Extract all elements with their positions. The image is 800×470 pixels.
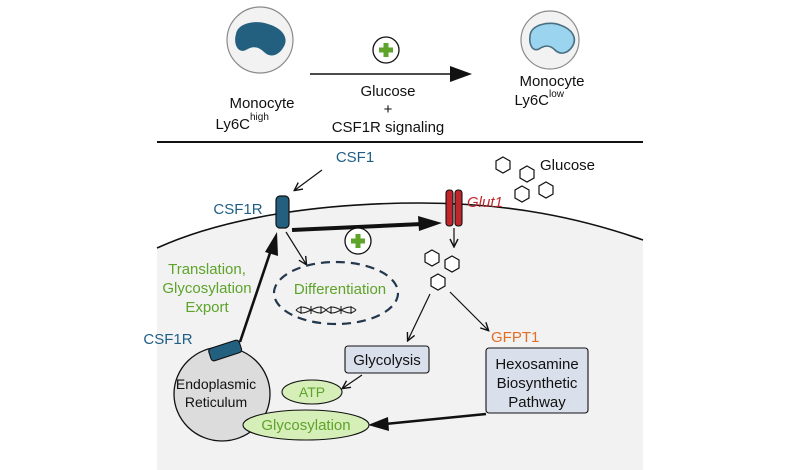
plus-icon-bottom	[344, 227, 372, 255]
hexosamine-label-1: Hexosamine	[495, 356, 578, 373]
er-label-1: Endoplasmic	[176, 376, 256, 392]
monocyte-low-icon	[520, 10, 580, 70]
csf1r-to-glut1-shaft	[291, 222, 423, 232]
right-cell-subset: Ly6C	[515, 92, 550, 109]
csf1r-membrane-label: CSF1R	[213, 201, 262, 218]
arrow-label-glucose: Glucose	[360, 83, 415, 100]
cell-membrane	[156, 202, 644, 249]
differentiation-region	[272, 260, 400, 326]
atp-label: ATP	[299, 384, 325, 400]
left-cell-subset-sup: high	[250, 112, 269, 123]
gfpt1-label: GFPT1	[491, 329, 539, 346]
glucose-to-gfpt1-arrow	[449, 291, 488, 330]
csf1-arrow	[295, 169, 323, 190]
plus-icon-top	[372, 36, 400, 64]
glucose-label: Glucose	[540, 157, 595, 174]
glut1-transporter-icon	[445, 189, 463, 227]
glycolysis-label: Glycolysis	[353, 352, 421, 369]
glucose-molecules-outside-icon	[495, 156, 554, 203]
translation-label-1: Translation,	[168, 261, 246, 278]
glut1-label: Glut1	[467, 194, 503, 211]
translation-label-3: Export	[185, 299, 229, 316]
hexosamine-box	[485, 347, 589, 414]
csf1-label: CSF1	[336, 149, 374, 166]
top-arrow-head	[450, 66, 472, 82]
er-csf1r-icon	[208, 339, 243, 362]
csf1r-receptor-icon	[275, 195, 290, 229]
hexosamine-to-glycosylation-head	[368, 417, 389, 431]
hexosamine-to-glycosylation-shaft	[384, 412, 487, 426]
glycolysis-box	[344, 345, 430, 374]
glucose-molecules-inside-icon	[424, 249, 460, 291]
er-to-membrane-shaft	[238, 249, 273, 343]
translation-label-2: Glycosylation	[162, 280, 251, 297]
er-to-membrane-head	[265, 232, 278, 256]
glycolysis-to-atp-arrow	[343, 374, 363, 388]
arrow-label-plus: +	[384, 101, 393, 118]
hexosamine-label-2: Biosynthetic	[497, 375, 578, 392]
monocyte-high-icon	[226, 6, 294, 74]
atp-ellipse	[281, 379, 343, 405]
right-cell-subset-sup: low	[549, 89, 565, 100]
hexosamine-label-3: Pathway	[508, 394, 566, 411]
arrow-label-csf1r: CSF1R signaling	[332, 119, 445, 136]
csf1r-er-label: CSF1R	[143, 331, 192, 348]
csf1r-to-differentiation-arrow	[285, 231, 306, 264]
dna-icon	[295, 306, 357, 314]
left-cell-name: Monocyte	[229, 95, 294, 112]
glycosylation-label: Glycosylation	[261, 417, 350, 434]
glucose-to-glycolysis-arrow	[408, 293, 431, 340]
csf1r-to-glut1-head	[418, 216, 442, 231]
right-cell-name: Monocyte	[519, 73, 584, 90]
differentiation-label: Differentiation	[294, 281, 386, 298]
er-label-2: Reticulum	[185, 394, 247, 410]
left-cell-subset: Ly6C	[216, 116, 251, 133]
